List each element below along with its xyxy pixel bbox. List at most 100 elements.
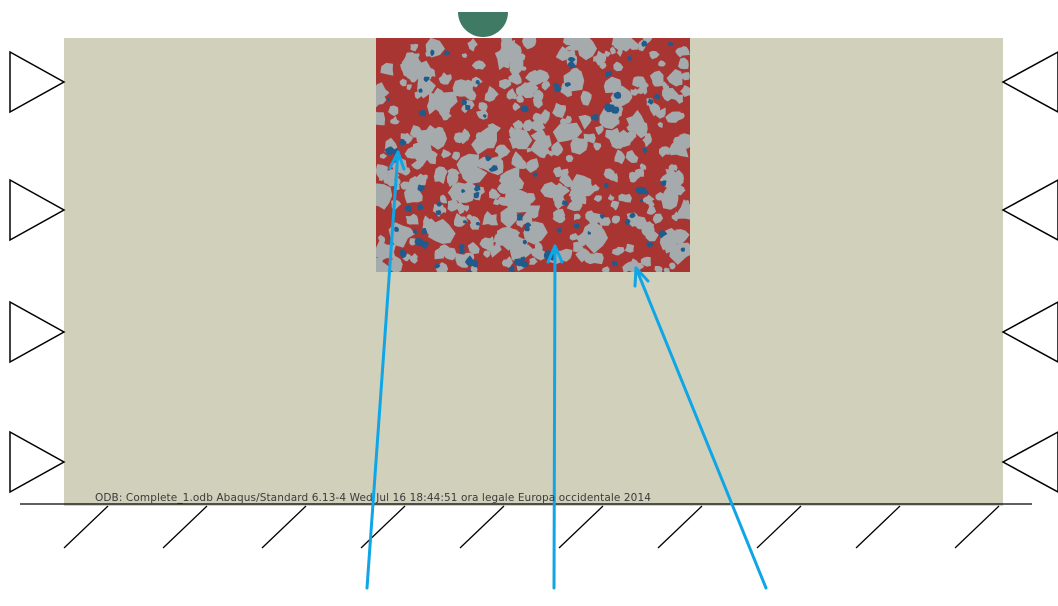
aggregate-particle	[610, 200, 620, 211]
air-void-particle	[471, 260, 479, 268]
air-void-particles	[384, 40, 685, 272]
air-void-particle	[641, 186, 649, 195]
aggregate-particle	[532, 89, 544, 103]
aggregate-particle	[466, 214, 473, 221]
aggregate-particle	[675, 112, 685, 121]
aggregate-particle	[406, 84, 412, 91]
ground-hatch-line	[63, 505, 109, 549]
aggregate-particle	[660, 237, 672, 246]
aggregate-particle	[411, 185, 420, 192]
aggregate-particle	[573, 213, 581, 221]
aggregate-particle	[656, 107, 666, 119]
aggregate-particle	[613, 61, 624, 72]
air-void-particle	[473, 184, 481, 192]
aggregate-particle	[555, 46, 572, 61]
aggregate-particle	[494, 144, 511, 160]
air-void-particle	[587, 231, 591, 235]
aggregate-particle	[501, 256, 513, 269]
aggregate-particle	[669, 242, 690, 265]
air-void-particle	[660, 180, 667, 187]
aggregate-particle	[522, 38, 537, 50]
aggregate-particle	[561, 87, 568, 93]
aggregate-particle	[428, 219, 456, 244]
aggregate-particle	[405, 213, 419, 225]
aggregate-particle	[681, 72, 690, 81]
air-void-particle	[561, 200, 568, 206]
aggregate-particle	[593, 50, 607, 66]
aggregate-particle	[668, 164, 678, 172]
aggregate-particle	[464, 88, 477, 101]
aggregate-particle	[552, 214, 560, 222]
aggregate-particle	[565, 155, 574, 163]
ground-hatch-line	[162, 505, 208, 549]
aggregate-particle	[576, 183, 597, 197]
aggregate-particle	[378, 234, 386, 244]
aggregate-particle	[555, 110, 565, 119]
aggregate-particle	[454, 213, 468, 227]
aggregate-particle	[493, 234, 506, 245]
air-void-particle	[488, 165, 498, 172]
air-void-particle	[421, 241, 429, 250]
aggregate-particle	[531, 163, 539, 170]
aggregate-particle	[680, 85, 690, 97]
aggregate-particle	[409, 253, 418, 264]
aggregate-particle	[665, 189, 679, 207]
air-void-particle	[421, 228, 428, 235]
air-void-particle	[399, 248, 407, 259]
aggregate-particle	[454, 184, 462, 195]
aggregate-particle	[608, 194, 615, 201]
air-void-particle	[404, 205, 412, 213]
aggregate-particle	[451, 151, 460, 161]
aggregate-particle	[551, 141, 564, 157]
air-void-particle	[461, 99, 467, 106]
aggregate-particle	[534, 241, 543, 252]
aggregate-particle	[467, 242, 480, 254]
aggregate-particle	[414, 53, 420, 58]
aggregate-particle	[583, 133, 596, 144]
aggregate-particle	[624, 243, 635, 253]
aggregate-particle	[570, 38, 581, 48]
aggregate-particle	[433, 87, 444, 102]
air-void-particle	[412, 229, 418, 234]
aggregate-particle	[611, 248, 621, 256]
aggregate-particle	[593, 142, 602, 151]
aggregate-particle	[599, 62, 607, 70]
air-void-particle	[653, 94, 661, 100]
callout-arrow-aggregate	[546, 244, 564, 590]
air-void-particle	[639, 199, 644, 203]
aggregate-particle	[487, 236, 494, 246]
odb-footer-text: ODB: Complete_1.odb Abaqus/Standard 6.13…	[95, 492, 652, 504]
aggregate-particle	[537, 146, 551, 159]
aggregate-particle	[445, 251, 457, 261]
aggregate-particle	[523, 221, 548, 245]
air-void-particle	[567, 61, 576, 69]
air-void-particle	[475, 221, 480, 226]
aggregate-particle	[506, 88, 517, 100]
air-void-particle	[508, 265, 515, 272]
aggregate-particle	[683, 199, 690, 206]
aggregate-particle	[376, 164, 389, 180]
air-void-particle	[647, 98, 654, 105]
aggregate-particle	[525, 83, 535, 92]
aggregate-particle	[630, 175, 636, 183]
aggregate-particle	[526, 205, 541, 219]
air-void-particle	[522, 260, 529, 268]
aggregate-particle	[456, 202, 468, 215]
air-void-particle	[386, 97, 390, 101]
right-supports	[1001, 51, 1058, 493]
aggregate-particle	[536, 249, 547, 261]
air-void-particle	[604, 183, 609, 189]
air-void-particle	[384, 146, 395, 155]
aggregate-particle	[669, 262, 676, 270]
air-void-particle	[599, 214, 605, 219]
aggregate-particle	[497, 196, 510, 206]
aggregate-particle	[407, 71, 418, 83]
aggregate-particle	[652, 75, 663, 87]
ground-hatch-line	[855, 505, 901, 549]
air-void-particle	[668, 41, 674, 47]
aggregate-particle	[573, 241, 584, 253]
air-void-particle	[458, 243, 465, 250]
aggregate-particle	[610, 85, 633, 107]
aggregate-particle	[654, 266, 663, 272]
ground-hatch-line	[459, 505, 505, 549]
